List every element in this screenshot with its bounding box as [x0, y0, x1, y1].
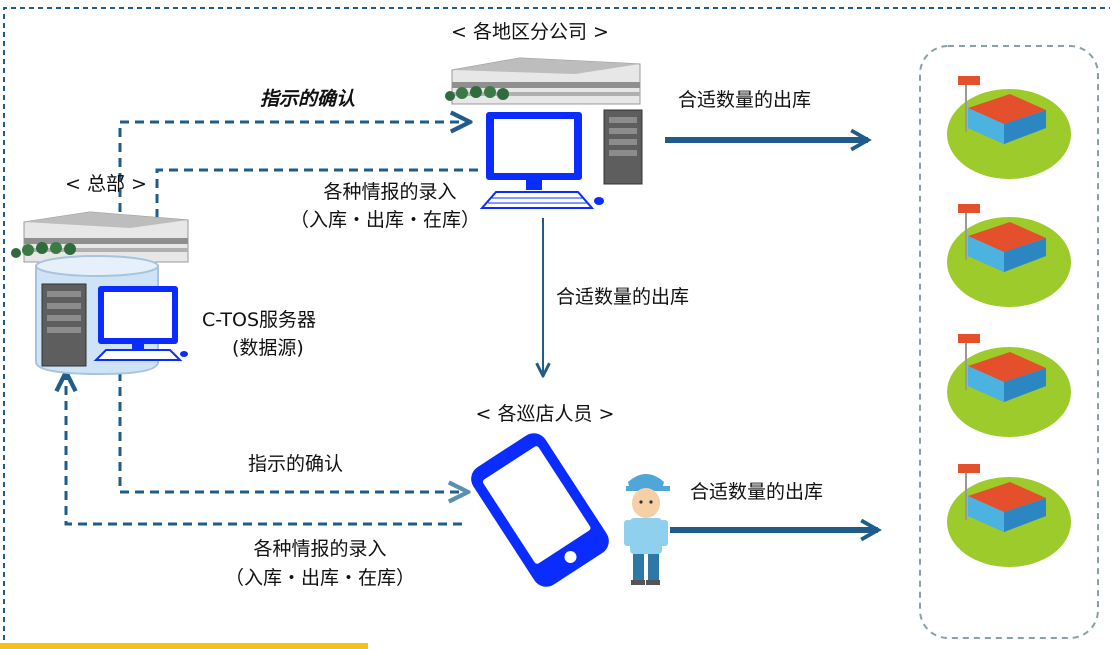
branch-computer-icon	[479, 109, 643, 209]
input-top-label-2: （入库・出库・在库）	[289, 209, 480, 231]
confirm-bottom-label: 指示的确认	[248, 453, 344, 475]
ship-top-label: 合适数量的出库	[678, 89, 812, 111]
branch-office-label: < 各地区分公司 >	[451, 21, 609, 43]
confirm-top-line	[118, 122, 470, 212]
outer-dashed-frame	[3, 7, 1110, 649]
hq-label: < 总部 >	[65, 173, 147, 195]
staff-label: < 各巡店人员 >	[475, 403, 615, 425]
hq-building-icon	[11, 211, 189, 263]
input-bottom-label-1: 各种情报的录入	[253, 538, 387, 560]
store-icon-3	[947, 334, 1071, 437]
ship-down-label: 合适数量的出库	[556, 286, 690, 308]
input-bottom-label-2: （入库・出库・在库）	[224, 567, 415, 589]
highlight-bar	[0, 643, 368, 649]
store-icon-4	[947, 464, 1071, 567]
ship-bottom-label: 合适数量的出库	[690, 481, 824, 503]
confirm-bottom-line	[118, 372, 468, 492]
store-icon-1	[947, 76, 1071, 179]
store-icon-2	[947, 204, 1071, 307]
staff-person-icon	[624, 474, 670, 585]
server-label-2: (数据源)	[232, 337, 304, 359]
input-bottom-line	[66, 372, 462, 526]
server-label-1: C-TOS服务器	[202, 309, 317, 331]
top-border	[0, 0, 1113, 14]
confirm-top-label: 指示的确认	[260, 88, 356, 110]
store-group-frame	[919, 45, 1099, 639]
input-top-label-1: 各种情报的录入	[323, 181, 457, 203]
smartphone-icon	[471, 433, 609, 587]
input-top-line	[155, 168, 478, 232]
branch-building-icon	[445, 57, 641, 105]
hq-server-icon	[35, 255, 188, 376]
